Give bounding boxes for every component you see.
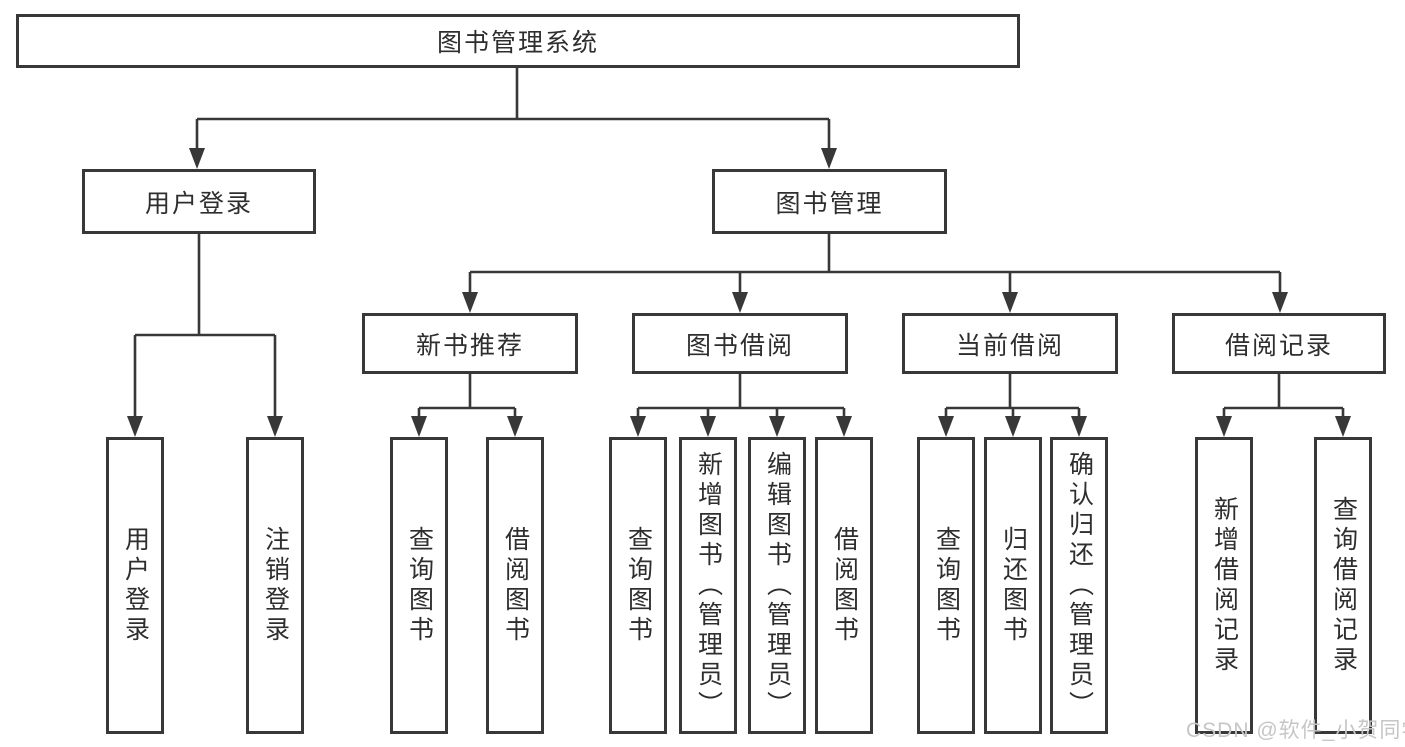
- leaf-confirm-return-admin-label: 确认归还（管理员）: [1065, 450, 1094, 721]
- arrow-down-icon: [1216, 416, 1232, 437]
- arrow-down-icon: [189, 148, 205, 169]
- arrow-down-icon: [1071, 416, 1087, 437]
- arrow-down-icon: [769, 416, 785, 437]
- leaf-edit-book-admin: 编辑图书（管理员）: [748, 437, 806, 734]
- node-book-management-label: 图书管理: [775, 189, 884, 218]
- arrow-down-icon: [836, 416, 852, 437]
- arrow-down-icon: [267, 416, 283, 437]
- node-root-label: 图书管理系统: [436, 29, 599, 57]
- leaf-user-login: 用户登录: [106, 437, 164, 734]
- node-current-borrowing: 当前借阅: [902, 313, 1118, 374]
- leaf-query-books-2-label: 查询图书: [624, 525, 653, 646]
- leaf-logout: 注销登录: [246, 437, 304, 734]
- node-borrowing-records-label: 借阅记录: [1224, 331, 1333, 360]
- leaf-query-books-1: 查询图书: [390, 437, 448, 734]
- leaf-return-books: 归还图书: [984, 437, 1042, 734]
- watermark: CSDN @软件_小贺同学: [1186, 719, 1405, 742]
- node-borrowing-records: 借阅记录: [1172, 313, 1386, 374]
- arrow-down-icon: [1005, 416, 1021, 437]
- node-user-login: 用户登录: [82, 169, 316, 234]
- arrow-down-icon: [411, 416, 427, 437]
- leaf-add-borrow-record-label: 新增借阅记录: [1210, 495, 1239, 676]
- leaf-add-book-admin: 新增图书（管理员）: [679, 437, 737, 734]
- leaf-add-borrow-record: 新增借阅记录: [1195, 437, 1253, 734]
- node-book-borrowing-label: 图书借阅: [685, 331, 794, 360]
- leaf-edit-book-admin-label: 编辑图书（管理员）: [763, 450, 792, 721]
- arrow-down-icon: [462, 292, 478, 313]
- node-new-book-recommendation: 新书推荐: [362, 313, 578, 374]
- leaf-query-borrow-record: 查询借阅记录: [1314, 437, 1372, 734]
- connector-current-borrowing-children: [944, 374, 1081, 418]
- arrow-down-icon: [507, 416, 523, 437]
- leaf-query-books-3-label: 查询图书: [932, 525, 961, 646]
- connector-paths: [133, 68, 1345, 418]
- connector-user-login-children: [133, 234, 277, 418]
- leaf-query-borrow-record-label: 查询借阅记录: [1329, 495, 1358, 676]
- leaf-borrow-books-2-label: 借阅图书: [830, 525, 859, 646]
- leaf-logout-label: 注销登录: [261, 525, 290, 646]
- node-root: 图书管理系统: [16, 14, 1020, 68]
- connector-book-borrowing-children: [636, 374, 846, 418]
- leaf-query-books-1-label: 查询图书: [405, 525, 434, 646]
- arrow-down-icon: [700, 416, 716, 437]
- node-book-borrowing: 图书借阅: [632, 313, 848, 374]
- connector-new-book-children: [417, 374, 517, 418]
- connector-borrowing-records-children: [1222, 374, 1345, 418]
- arrow-down-icon: [1335, 416, 1351, 437]
- arrowheads: [127, 148, 1351, 437]
- leaf-borrow-books-2: 借阅图书: [815, 437, 873, 734]
- leaf-borrow-books-1: 借阅图书: [486, 437, 544, 734]
- arrow-down-icon: [127, 416, 143, 437]
- arrow-down-icon: [630, 416, 646, 437]
- connector-book-management-children: [468, 234, 1282, 294]
- connector-root-to-level2: [195, 68, 831, 150]
- arrow-down-icon: [1002, 292, 1018, 313]
- node-book-management: 图书管理: [712, 169, 947, 234]
- leaf-return-books-label: 归还图书: [999, 525, 1028, 646]
- arrow-down-icon: [821, 148, 837, 169]
- leaf-user-login-label: 用户登录: [121, 525, 150, 646]
- leaf-query-books-3: 查询图书: [917, 437, 975, 734]
- arrow-down-icon: [1272, 292, 1288, 313]
- leaf-query-books-2: 查询图书: [609, 437, 667, 734]
- node-user-login-label: 用户登录: [144, 189, 253, 218]
- leaf-borrow-books-1-label: 借阅图书: [501, 525, 530, 646]
- leaf-add-book-admin-label: 新增图书（管理员）: [694, 450, 723, 721]
- node-current-borrowing-label: 当前借阅: [955, 331, 1064, 360]
- arrow-down-icon: [938, 416, 954, 437]
- leaf-confirm-return-admin: 确认归还（管理员）: [1050, 437, 1108, 734]
- arrow-down-icon: [732, 292, 748, 313]
- node-new-book-recommendation-label: 新书推荐: [415, 331, 524, 360]
